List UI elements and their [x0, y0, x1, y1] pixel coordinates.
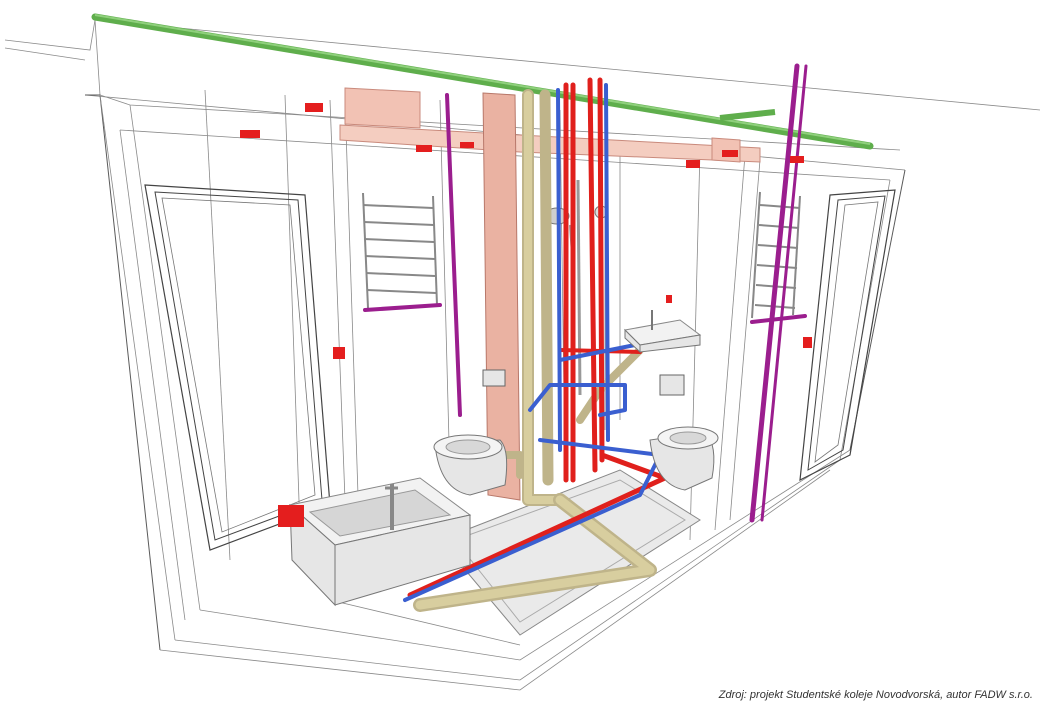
right-toilet — [649, 426, 719, 491]
rear-washbasin — [623, 310, 702, 354]
circulation-pipes — [363, 63, 808, 523]
right-door — [799, 189, 896, 482]
right-flush-plate — [659, 374, 685, 396]
left-toilet — [433, 434, 508, 496]
left-door — [144, 184, 331, 551]
shower-tray — [439, 469, 701, 636]
source-caption: Zdroj: projekt Studentské koleje Novodvo… — [718, 689, 1033, 701]
shower-head-fixture — [544, 179, 608, 396]
cold-water-pipes — [403, 83, 662, 602]
drainage-pipes — [387, 89, 657, 612]
left-towel-radiator — [362, 192, 438, 309]
left-flush-plate — [482, 369, 506, 387]
ventilation-pipe — [91, 13, 874, 150]
hot-water-pipes — [407, 77, 668, 598]
front-washbasin — [288, 477, 472, 607]
electric-boxes — [240, 103, 812, 527]
